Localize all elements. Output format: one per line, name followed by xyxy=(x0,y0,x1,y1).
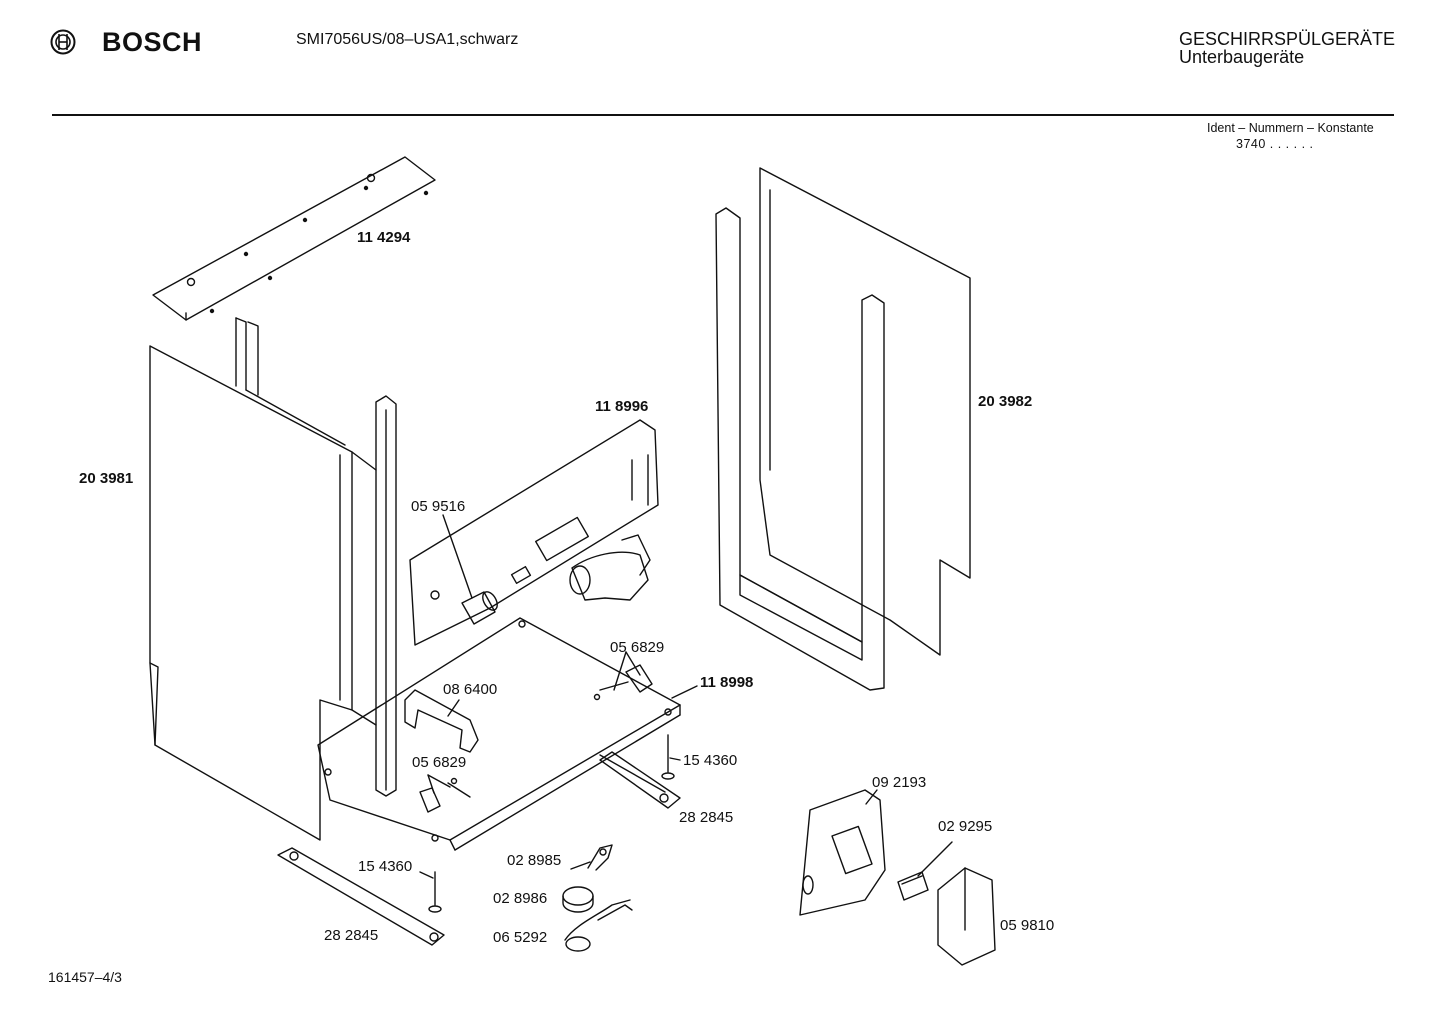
part-label: 05 6829 xyxy=(610,639,665,656)
spring-part xyxy=(587,844,613,871)
clip-right-part xyxy=(593,664,653,701)
part-label: 02 9295 xyxy=(938,818,993,835)
screw-left-part xyxy=(428,871,442,913)
part-label: 15 4360 xyxy=(358,858,413,875)
wire-harness-part xyxy=(564,899,633,952)
part-label: 15 4360 xyxy=(683,752,738,769)
foot-rail-left-part xyxy=(277,847,445,946)
part-label: 02 8986 xyxy=(493,890,548,907)
part-label: 05 9810 xyxy=(1000,917,1055,934)
bracket-part xyxy=(404,689,479,753)
category-title: GESCHIRRSPÜLGERÄTE xyxy=(1179,29,1396,49)
part-label: 05 9516 xyxy=(411,498,466,515)
brand-name: BOSCH xyxy=(102,27,203,57)
drawing-number: 161457–4/3 xyxy=(48,969,122,985)
top-strip-part xyxy=(152,156,436,321)
ident-value: 3740 . . . . . . xyxy=(1236,137,1314,151)
foot-rail-right-part xyxy=(599,751,681,809)
category-subtitle: Unterbaugeräte xyxy=(1179,47,1305,67)
part-label: 08 6400 xyxy=(443,681,498,698)
part-label: 20 3981 xyxy=(79,470,134,487)
right-side-panel-part xyxy=(759,167,971,656)
part-label: 11 8996 xyxy=(595,398,649,415)
hose-connector-part xyxy=(569,534,651,601)
part-label: 05 6829 xyxy=(412,754,467,771)
terminal-block-part xyxy=(897,871,929,901)
small-cylinder-part xyxy=(461,591,498,625)
part-label: 20 3982 xyxy=(978,393,1033,410)
base-frame-part xyxy=(317,617,681,851)
part-label: 09 2193 xyxy=(872,774,927,791)
header-divider xyxy=(52,114,1394,116)
clip-left-part xyxy=(419,777,471,813)
left-frame-rail-part xyxy=(351,395,397,797)
right-door-frame-part xyxy=(715,207,885,691)
part-label: 06 5292 xyxy=(493,929,548,946)
model-number: SMI7056US/08–USA1,schwarz xyxy=(296,31,519,48)
part-label: 02 8985 xyxy=(507,852,562,869)
bosch-logo-icon xyxy=(50,29,76,55)
part-label: 11 8998 xyxy=(700,674,754,691)
left-side-panel-part xyxy=(149,317,353,841)
disc-part xyxy=(562,886,594,913)
cover-part xyxy=(937,867,996,966)
control-bracket-part xyxy=(799,789,886,916)
part-label: 11 4294 xyxy=(357,229,411,246)
part-label: 28 2845 xyxy=(324,927,379,944)
ident-title: Ident – Nummern – Konstante xyxy=(1207,121,1374,135)
rear-panel-part xyxy=(409,419,659,646)
screw-right-part xyxy=(661,734,675,780)
part-label: 28 2845 xyxy=(679,809,734,826)
